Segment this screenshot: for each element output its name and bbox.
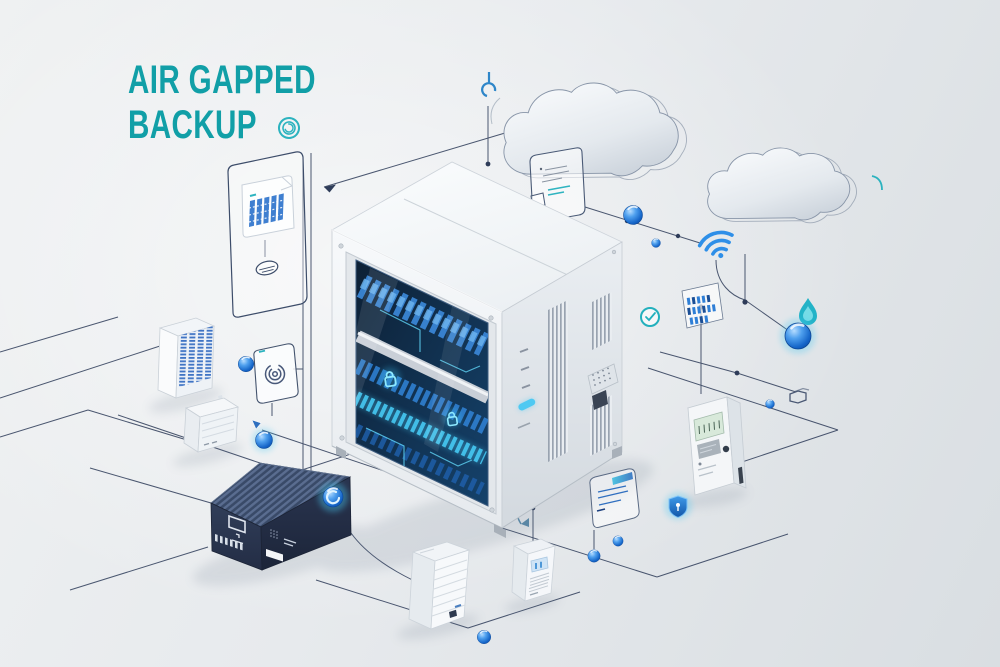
cloud-storage-secondary (707, 147, 883, 224)
matrix-cells (686, 294, 716, 325)
window-interior (356, 268, 488, 495)
wall-control-unit (686, 396, 747, 496)
swirl-icon (278, 117, 300, 139)
tag-icon (789, 387, 810, 404)
glossy-node-icon (587, 549, 601, 563)
hook-icon (481, 72, 497, 98)
note-teal-lines (547, 185, 571, 196)
vault-label-strip (266, 549, 283, 562)
badge-glow (252, 428, 276, 452)
glossy-node-icon (651, 238, 661, 248)
flame-icon (799, 298, 817, 325)
unit-display-dark (697, 439, 721, 459)
shield-icon (664, 492, 692, 520)
keypad (587, 363, 619, 410)
backup-module-a (408, 541, 471, 630)
fingerprint-icon (264, 363, 286, 385)
data-matrix-card (681, 282, 724, 329)
unit-knob (722, 445, 730, 453)
screws (338, 243, 618, 513)
wifi-icon (697, 230, 734, 259)
rack-slots (179, 326, 213, 387)
vent-grille (548, 300, 568, 462)
backup-module-b (511, 538, 557, 602)
vault-ports (215, 534, 243, 551)
glossy-node-icon (476, 629, 492, 645)
credential-card (589, 468, 640, 528)
offline-vault-box (210, 462, 352, 571)
rack-bars (249, 193, 284, 227)
network-modem (183, 395, 239, 453)
air-gapped-backup-server (331, 161, 623, 538)
leaf-stack-icon (255, 260, 279, 276)
note-text-lines (541, 165, 570, 183)
fingerprint-card (253, 343, 299, 404)
cloud-storage-primary (490, 82, 688, 181)
vault-emblem-dots (270, 529, 278, 539)
vent-grille (590, 395, 612, 456)
circuit-traces (365, 309, 481, 467)
glossy-node-icon (612, 535, 624, 547)
glossy-node-icon (237, 355, 255, 373)
document-panel (227, 151, 308, 318)
sketch-arc (490, 97, 501, 125)
vault-glow-badge (318, 482, 348, 512)
glow-disc-large (780, 318, 816, 354)
vent-grille (592, 292, 612, 350)
server-feet (336, 446, 622, 538)
rack-tower (157, 317, 216, 399)
vault-text-marks (283, 538, 297, 547)
glossy-node-icon (622, 204, 644, 226)
credential-text-lines (597, 485, 629, 506)
teal-arc-icon (871, 175, 883, 191)
title-line-2: BACKUP (128, 103, 257, 148)
arrowhead-icon (324, 184, 336, 193)
check-ring-icon (640, 307, 660, 327)
glossy-node-icon (765, 399, 775, 409)
page-title: AIR GAPPED BACKUP (128, 58, 316, 148)
title-line-1: AIR GAPPED (128, 58, 316, 102)
led-strip (517, 348, 536, 429)
cursor-icon (251, 419, 262, 430)
